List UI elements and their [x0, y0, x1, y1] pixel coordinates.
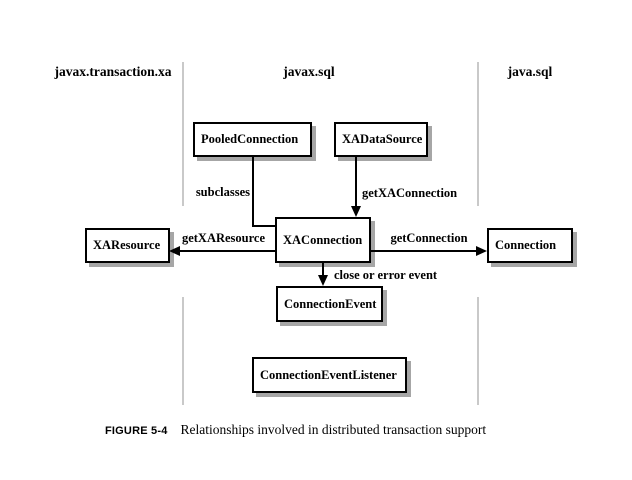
node-pooledconnection: PooledConnection [193, 122, 312, 157]
edge-label-getxaconnection: getXAConnection [362, 186, 458, 200]
node-xaconnection: XAConnection [275, 217, 371, 263]
edge-getxaresource-line [180, 250, 277, 252]
edge-label-closeorerror: close or error event [334, 268, 438, 282]
figure-caption: FIGURE 5-4 Relationships involved in dis… [105, 422, 486, 438]
node-xaresource-label: XAResource [93, 238, 161, 252]
edge-label-subclasses: subclasses [195, 185, 250, 199]
node-xaconnection-label: XAConnection [283, 232, 363, 247]
edge-getxaconnection-arrowhead-icon [351, 206, 361, 217]
node-xaresource: XAResource [85, 228, 170, 263]
edge-getconnection-arrowhead-icon [476, 246, 487, 256]
edge-getconnection-line [371, 250, 477, 252]
column-divider-right-bottom [477, 297, 479, 405]
edge-getxaconnection-line [355, 156, 357, 207]
node-connectionevent-label: ConnectionEvent [284, 296, 377, 311]
edge-getxaresource-arrowhead-icon [169, 246, 180, 256]
figure-caption-number: FIGURE 5-4 [105, 425, 168, 437]
edge-subclasses-horizontal [252, 225, 277, 227]
column-divider-right-top [477, 62, 479, 206]
node-xadatasource-label: XADataSource [342, 132, 423, 146]
node-connectioneventlistener: ConnectionEventListener [252, 357, 407, 393]
edge-label-getxaresource: getXAResource [181, 231, 266, 245]
package-label-javax-transaction-xa: javax.transaction.xa [54, 64, 172, 79]
column-divider-left-bottom [182, 297, 184, 405]
figure-caption-text: Relationships involved in distributed tr… [180, 422, 487, 437]
package-label-java-sql: java.sql [507, 64, 553, 79]
edge-closeorerror-line [322, 263, 324, 276]
node-xadatasource: XADataSource [334, 122, 428, 157]
package-label-javax-sql: javax.sql [283, 64, 335, 79]
column-divider-left-top [182, 62, 184, 206]
edge-closeorerror-arrowhead-icon [318, 275, 328, 286]
node-connection-label: Connection [495, 238, 557, 252]
node-pooledconnection-label: PooledConnection [201, 132, 299, 146]
node-connectionevent: ConnectionEvent [276, 286, 383, 322]
node-connectioneventlistener-label: ConnectionEventListener [260, 367, 397, 382]
node-connection: Connection [487, 228, 573, 263]
edge-subclasses-vertical [252, 156, 254, 227]
edge-label-getconnection: getConnection [390, 231, 468, 245]
